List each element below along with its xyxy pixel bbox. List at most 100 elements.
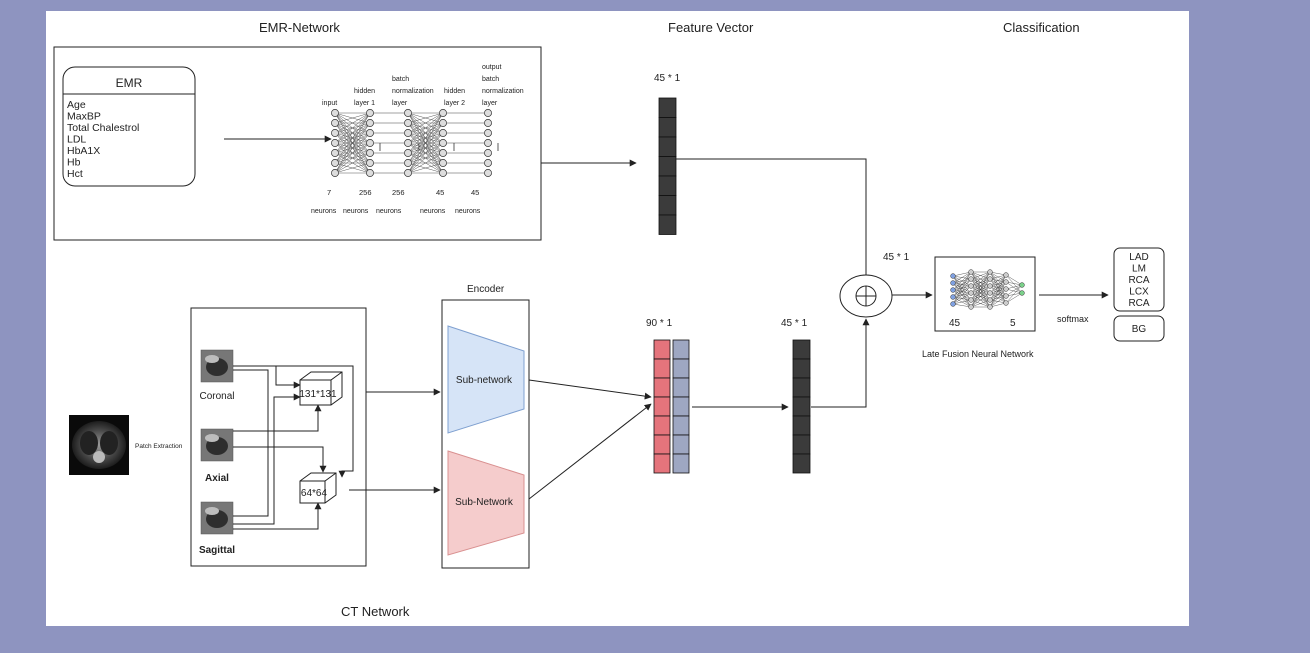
fusion-edge <box>989 271 1007 276</box>
vector-cell <box>658 214 677 235</box>
nn-node <box>366 119 374 127</box>
nn-node <box>439 129 447 137</box>
emr-field: Hb <box>67 157 81 169</box>
fusion-edge <box>1005 281 1023 286</box>
patch-extraction-label: Patch Extraction <box>135 443 183 450</box>
fusion-edge <box>952 285 972 305</box>
nn-node <box>331 119 339 127</box>
fusion-edge <box>1005 292 1023 297</box>
fusion-node <box>968 290 974 296</box>
nn-node <box>439 109 447 117</box>
nn-node <box>331 139 339 147</box>
vector-cell <box>792 358 811 379</box>
feature-vector-title: Feature Vector <box>668 20 754 35</box>
nn-count: 256 <box>359 188 372 197</box>
nn-unit: neurons <box>343 208 369 215</box>
emr-feature-vector <box>658 97 677 235</box>
nn-node <box>404 119 412 127</box>
nn-header-text: layer <box>392 100 408 107</box>
nn-node <box>404 149 412 157</box>
nn-node <box>331 159 339 167</box>
nn-header-text: hidden <box>444 88 465 95</box>
vector-cell <box>792 396 811 417</box>
fusion-node <box>987 276 993 282</box>
ct-view-highlight <box>205 355 219 363</box>
fusion-node <box>968 304 974 310</box>
background-class-box <box>1113 315 1165 342</box>
fusion-edge <box>952 271 972 277</box>
fusion-node <box>968 283 974 289</box>
vector-cell <box>658 156 677 177</box>
fusion-edge <box>952 271 972 305</box>
concat-vector-dim: 90 * 1 <box>646 318 673 329</box>
emr-field: LDL <box>67 134 86 146</box>
nn-header-text: normalization <box>392 88 434 95</box>
fusion-node <box>987 269 993 275</box>
vector-cell <box>658 117 677 138</box>
class-label: LCX <box>1129 287 1149 298</box>
softmax-label: softmax <box>1057 314 1089 324</box>
nn-node <box>439 119 447 127</box>
vector-cell <box>658 175 677 196</box>
emr-field: MaxBP <box>67 111 101 123</box>
vector-cell <box>792 339 811 360</box>
nn-edge <box>407 112 444 134</box>
fusion-node <box>987 304 993 310</box>
nn-node <box>404 139 412 147</box>
emr-neural-net <box>331 109 499 177</box>
fusion-edge <box>989 302 1007 308</box>
nn-header-text: layer <box>482 100 498 107</box>
vector-cell <box>672 434 690 455</box>
vector-cell <box>672 358 690 379</box>
fusion-edge <box>952 271 972 298</box>
nn-node <box>484 149 492 157</box>
nn-edge <box>334 112 371 154</box>
ct-network-title: CT Network <box>341 604 410 619</box>
fusion-edge <box>989 281 1007 308</box>
nn-node <box>484 139 492 147</box>
fusion-edge <box>970 285 991 308</box>
nn-node <box>366 139 374 147</box>
nn-node <box>484 159 492 167</box>
nn-header-text: layer 2 <box>444 100 465 107</box>
ct-view-label: Axial <box>205 473 229 484</box>
emr-network-title: EMR-Network <box>259 20 340 35</box>
nn-node <box>404 169 412 177</box>
vector-cell <box>653 434 671 455</box>
fusion-edge <box>970 271 991 287</box>
nn-node <box>331 169 339 177</box>
late-fusion-net-box <box>934 256 1036 332</box>
fusion-node <box>1003 293 1009 299</box>
classification-title: Classification <box>1003 20 1080 35</box>
nn-node <box>484 129 492 137</box>
cube-64-label: 64*64 <box>301 488 328 499</box>
class-label: LM <box>1132 264 1146 275</box>
nn-node <box>439 139 447 147</box>
nn-node <box>331 149 339 157</box>
nn-header-text: batch <box>392 76 409 83</box>
encoder-label: Encoder <box>467 284 505 295</box>
emr-field: HbA1X <box>67 145 100 157</box>
fusion-edge <box>970 292 991 308</box>
nn-node <box>484 169 492 177</box>
nn-header-text: hidden <box>354 88 375 95</box>
ct-view-label: Coronal <box>199 391 234 402</box>
cube-131: 131*131 <box>299 371 343 406</box>
vector-cell <box>792 415 811 436</box>
fusion-edge <box>989 295 1007 308</box>
fusion-in-count: 45 <box>949 318 961 329</box>
nn-edge <box>334 142 371 174</box>
fusion-node <box>987 290 993 296</box>
vector-cell <box>653 396 671 417</box>
vector-cell <box>672 453 690 474</box>
vector-cell <box>672 396 690 417</box>
nn-node <box>366 109 374 117</box>
fusion-node <box>1003 279 1009 285</box>
fusion-edge <box>989 288 1007 308</box>
nn-edge <box>407 112 444 144</box>
nn-edge <box>334 112 371 164</box>
fusion-edge <box>1005 274 1023 294</box>
